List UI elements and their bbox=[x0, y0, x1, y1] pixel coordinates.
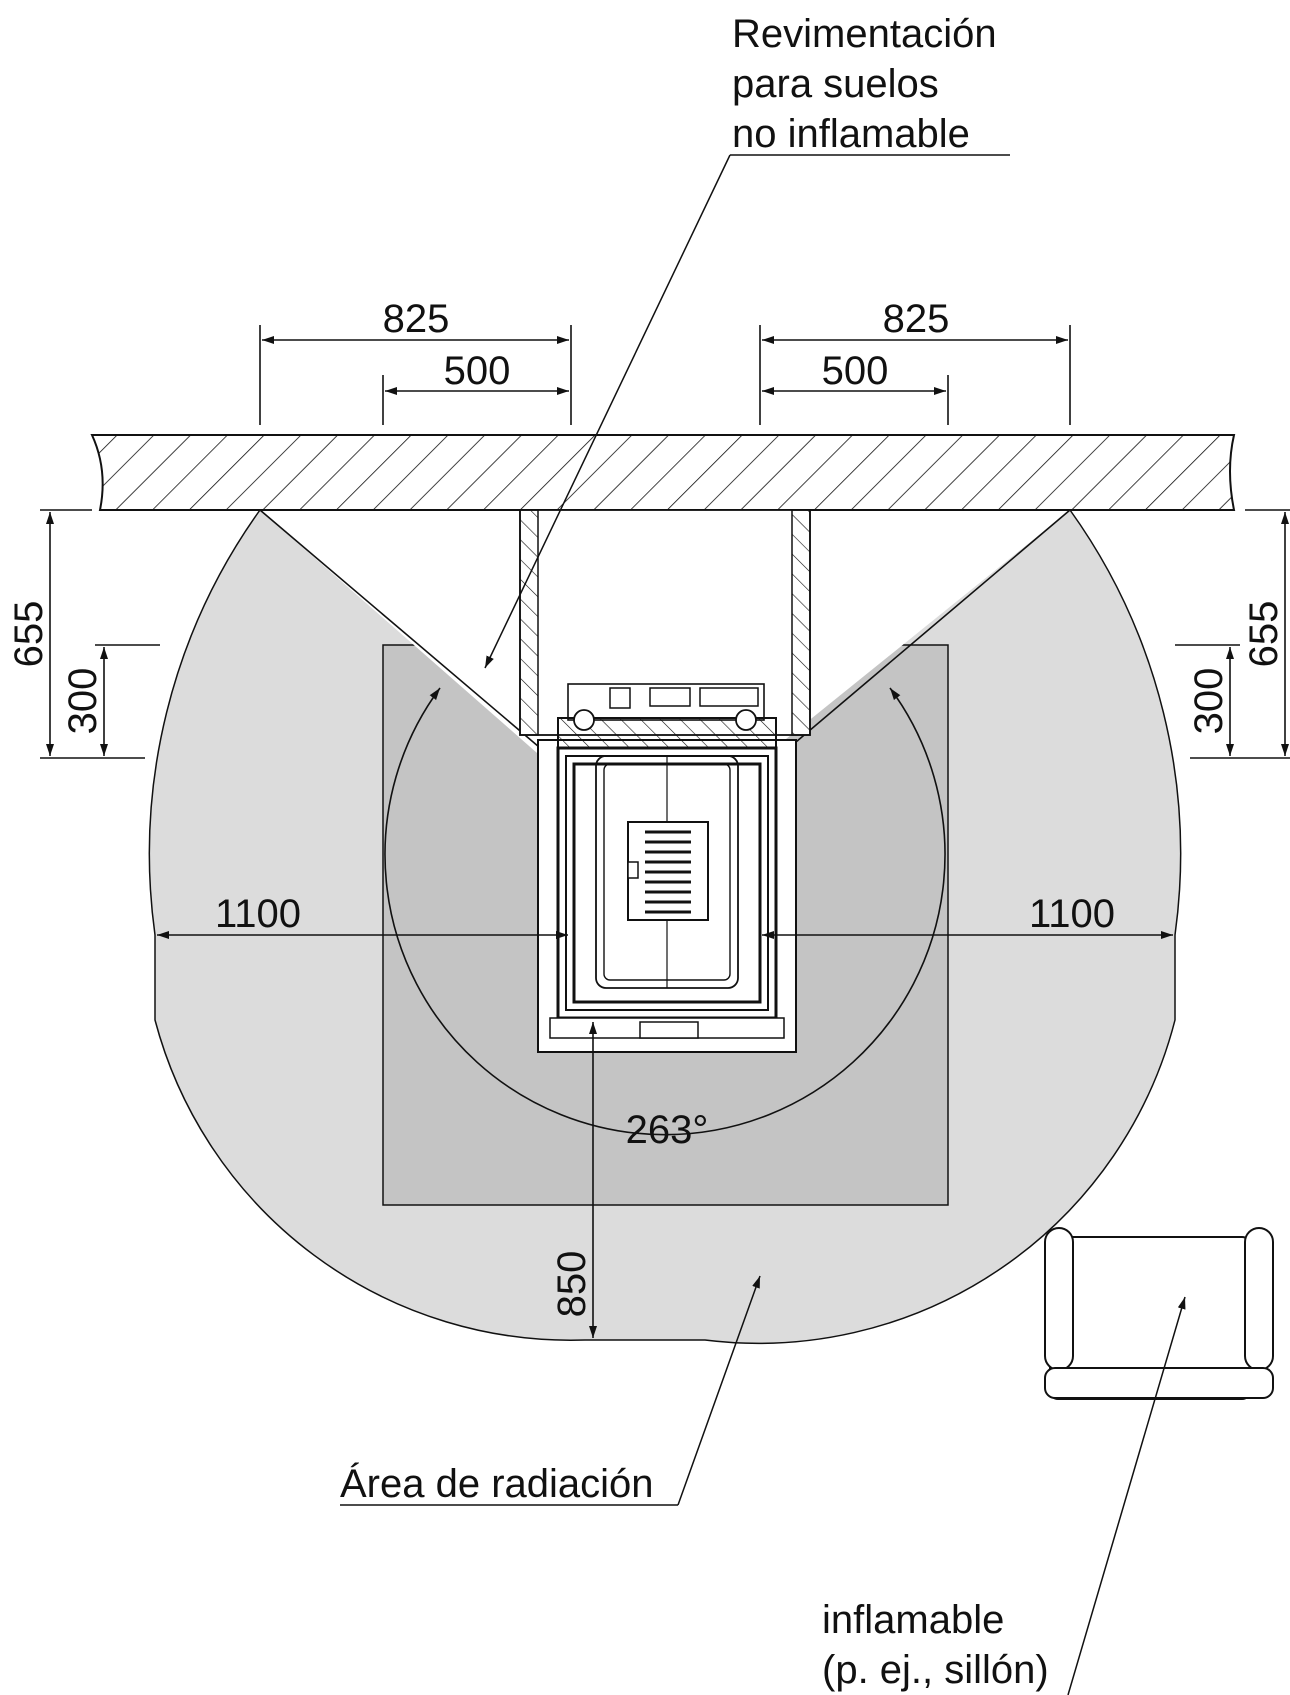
dim-top-right-outer: 825 bbox=[883, 297, 950, 341]
floor-covering-label-line3: no inflamable bbox=[732, 112, 970, 156]
angle-arc bbox=[384, 687, 946, 1136]
dim-top-right-inner: 500 bbox=[822, 349, 889, 393]
dim-left-side: 1100 bbox=[215, 892, 301, 936]
floor-covering-label-line2: para suelos bbox=[732, 62, 939, 106]
wall bbox=[90, 434, 1236, 511]
dim-angle: 263° bbox=[626, 1108, 709, 1152]
flammable-label-line2: (p. ej., sillón) bbox=[822, 1648, 1049, 1692]
floor-covering-label-line1: Revimentación bbox=[732, 12, 997, 56]
top-dimensions bbox=[259, 325, 1071, 425]
dim-right-side: 1100 bbox=[1029, 892, 1115, 936]
dim-front: 850 bbox=[550, 1251, 594, 1318]
dim-top-left-inner: 500 bbox=[444, 349, 511, 393]
armchair bbox=[1044, 1227, 1274, 1400]
leader-lines bbox=[340, 154, 1186, 1695]
dim-left-depth-inner: 300 bbox=[61, 668, 105, 735]
radiation-area-label: Área de radiación bbox=[340, 1461, 654, 1506]
flammable-label-line1: inflamable bbox=[822, 1598, 1004, 1642]
dim-right-depth-inner: 300 bbox=[1187, 668, 1231, 735]
dim-top-left-outer: 825 bbox=[383, 297, 450, 341]
stove bbox=[537, 683, 797, 1053]
dim-left-depth-outer: 655 bbox=[7, 601, 51, 668]
dim-right-depth-outer: 655 bbox=[1242, 601, 1286, 668]
side-dimensions bbox=[40, 509, 1290, 759]
